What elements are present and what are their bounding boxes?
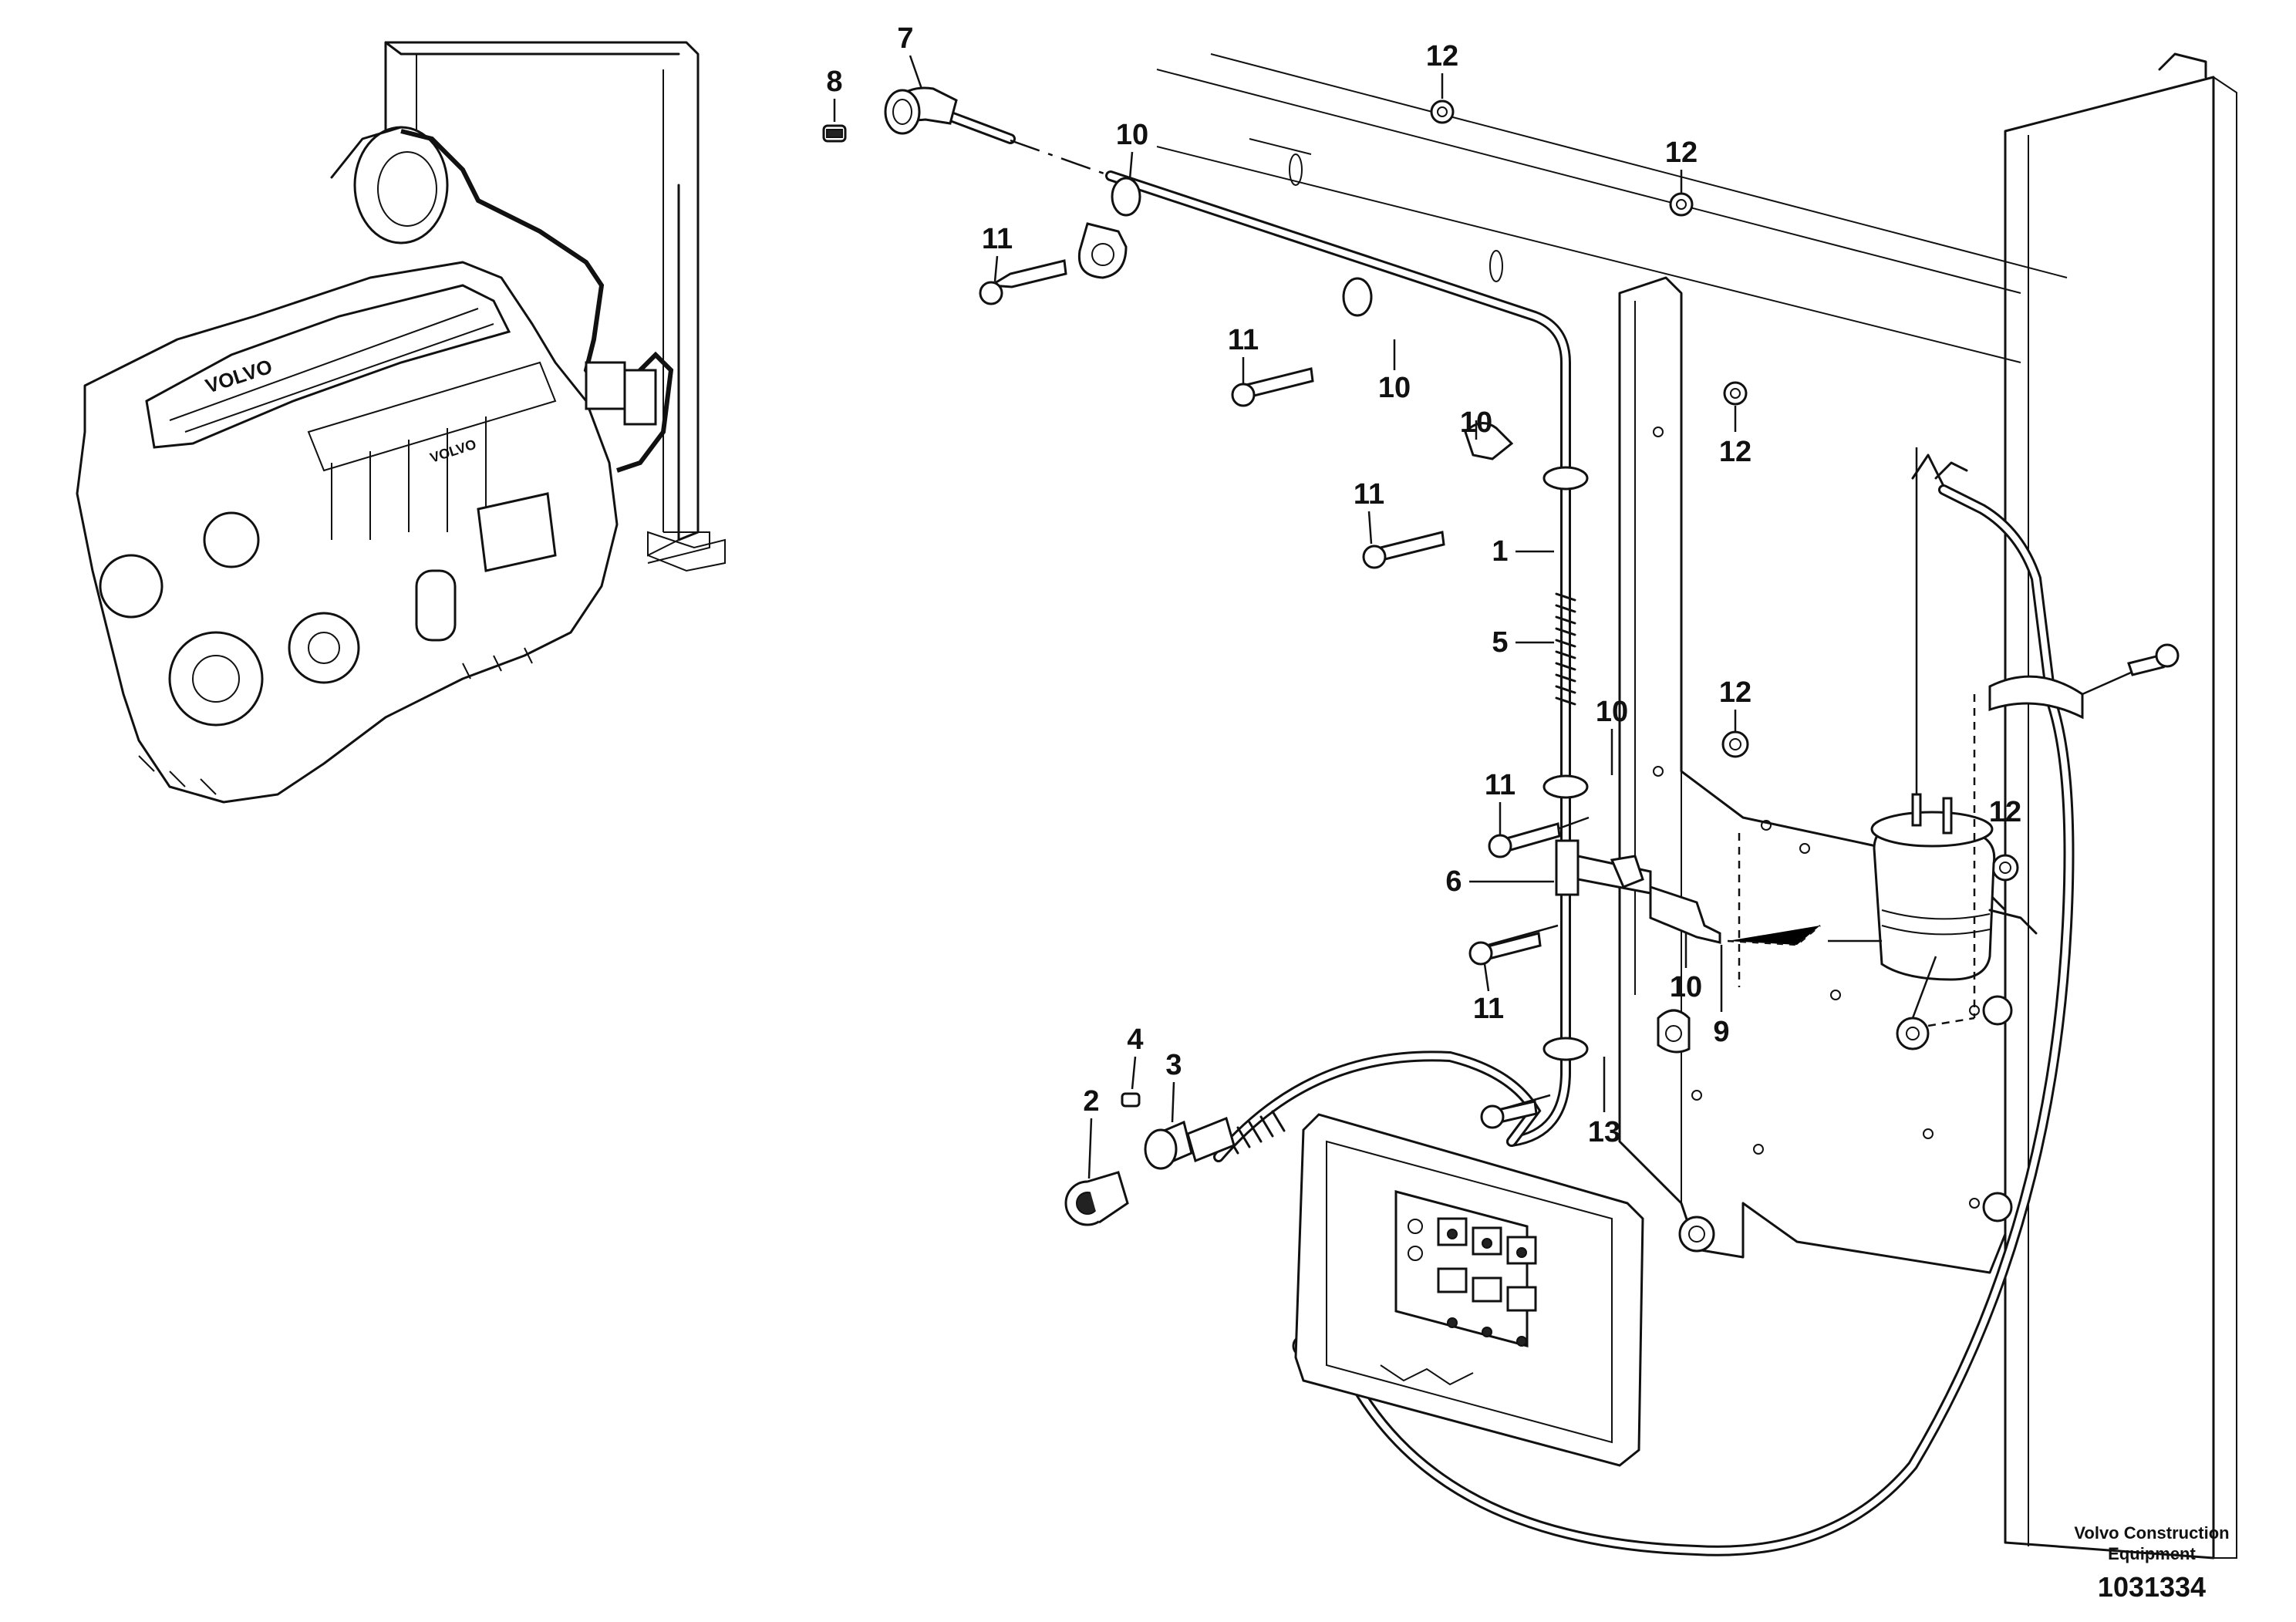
callout-labels: 7 8 12 12 10 11 11 10 10 12 11 1 <box>826 22 2021 1179</box>
bolts <box>979 259 1590 1129</box>
callout-1: 1 <box>1492 535 1508 568</box>
callout-10-b: 10 <box>1378 372 1411 404</box>
callout-3: 3 <box>1165 1049 1182 1081</box>
callout-10-d: 10 <box>1596 696 1628 728</box>
callout-11-e: 11 <box>1473 993 1504 1025</box>
temperature-sensor <box>1649 885 1821 946</box>
elbow-connector <box>884 86 958 135</box>
heater-canister <box>1828 461 2038 981</box>
callout-12-a: 12 <box>1426 40 1458 73</box>
caption-line-2: Equipment <box>2108 1544 2196 1563</box>
callout-12-d: 12 <box>1719 676 1752 709</box>
callout-2: 2 <box>1083 1085 1099 1118</box>
caption-block: Volvo Construction Equipment 1031334 <box>2074 1523 2229 1603</box>
dashed-guides <box>1738 447 1976 1050</box>
callout-6: 6 <box>1445 865 1462 898</box>
plug <box>822 124 847 143</box>
callout-11-d: 11 <box>1485 769 1515 801</box>
document-number: 1031334 <box>2098 1571 2206 1603</box>
hose-clamps <box>1077 177 1691 1061</box>
power-connector <box>1064 1092 1236 1226</box>
junction-box <box>1294 1113 1644 1467</box>
nuts <box>1430 99 2019 882</box>
callout-11-c: 11 <box>1354 478 1384 511</box>
callout-4: 4 <box>1127 1023 1143 1056</box>
caption-line-1: Volvo Construction <box>2074 1523 2229 1543</box>
volvo-logo-manifold: VOLVO <box>428 437 478 466</box>
callout-13: 13 <box>1588 1116 1620 1148</box>
mounting-panels <box>1156 52 2237 1560</box>
callout-8: 8 <box>826 66 842 98</box>
callout-11-a: 11 <box>982 223 1013 255</box>
callout-12-b: 12 <box>1665 137 1698 169</box>
callout-10-a: 10 <box>1116 119 1148 151</box>
callout-11-b: 11 <box>1228 324 1259 356</box>
callout-5: 5 <box>1492 626 1508 659</box>
callout-12-e: 12 <box>1989 796 2021 828</box>
engine-overview-illustration: VOLVO VOLVO <box>76 41 726 804</box>
callout-9: 9 <box>1713 1016 1729 1048</box>
callout-10-e: 10 <box>1670 971 1702 1003</box>
coolant-pipe <box>943 110 1652 1162</box>
callout-7: 7 <box>897 22 913 55</box>
callout-12-c: 12 <box>1719 436 1752 468</box>
